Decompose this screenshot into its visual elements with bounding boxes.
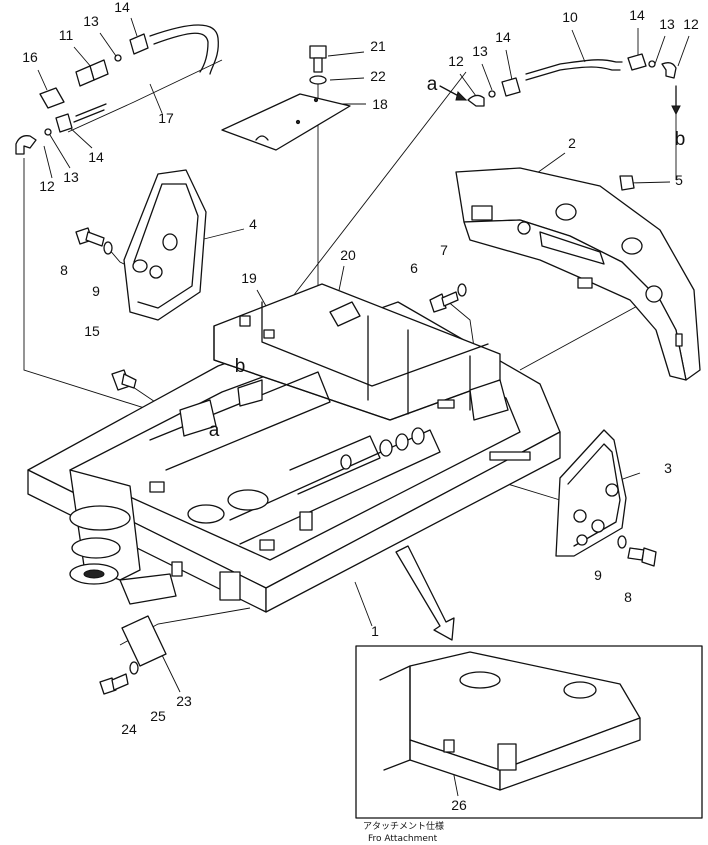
callout-5: 5 <box>675 172 683 188</box>
callout-1: 1 <box>371 623 379 639</box>
callout-15: 15 <box>84 323 100 339</box>
callout-7: 7 <box>440 242 448 258</box>
callout-24: 24 <box>121 721 137 737</box>
side-plate-left <box>123 169 207 321</box>
callout-25: 25 <box>150 708 166 724</box>
callout-12: 12 <box>448 53 464 69</box>
callout-11: 11 <box>59 27 74 43</box>
callout-13: 13 <box>83 13 99 29</box>
callout-9: 9 <box>594 567 602 583</box>
callout-10: 10 <box>562 9 578 25</box>
callout-3: 3 <box>664 460 672 476</box>
reference-letter-b: b <box>235 356 246 377</box>
callout-13: 13 <box>659 16 675 32</box>
hydraulic-lines-left <box>15 24 219 155</box>
reference-letter-a: a <box>209 420 220 441</box>
callout-17: 17 <box>158 110 174 126</box>
callout-26: 26 <box>451 797 467 813</box>
callout-19: 19 <box>241 270 257 286</box>
callout-20: 20 <box>340 247 356 263</box>
callout-9: 9 <box>92 283 100 299</box>
callout-13: 13 <box>63 169 79 185</box>
reference-letter-a: a <box>427 74 438 95</box>
reference-letters: a b b a <box>209 74 686 441</box>
callout-12: 12 <box>683 16 699 32</box>
counterweight <box>455 167 701 381</box>
callout-13: 13 <box>472 43 488 59</box>
cover-plate <box>221 93 351 151</box>
main-frame <box>27 283 561 613</box>
callout-16: 16 <box>22 49 38 65</box>
callout-21: 21 <box>370 38 386 54</box>
reference-letter-b: b <box>675 129 686 150</box>
callout-23: 23 <box>176 693 192 709</box>
inset-caption-english: Fro Attachment <box>368 834 438 844</box>
callout-18: 18 <box>372 96 388 112</box>
callout-14: 14 <box>629 7 645 23</box>
callout-6: 6 <box>410 260 418 276</box>
callout-8: 8 <box>60 262 68 278</box>
inset-caption-japanese: アタッチメント仕様 <box>363 820 444 832</box>
fasteners <box>75 45 657 695</box>
hydraulic-lines-right <box>439 53 681 116</box>
inset-detail <box>355 645 703 819</box>
callout-22: 22 <box>370 68 386 84</box>
inset-arrow <box>395 545 455 641</box>
callout-14: 14 <box>88 149 104 165</box>
callout-14: 14 <box>495 29 511 45</box>
callout-4: 4 <box>249 216 257 232</box>
side-plate-right <box>555 429 627 557</box>
callout-8: 8 <box>624 589 632 605</box>
callout-2: 2 <box>568 135 576 151</box>
callout-14: 14 <box>114 0 130 15</box>
callout-12: 12 <box>39 178 55 194</box>
